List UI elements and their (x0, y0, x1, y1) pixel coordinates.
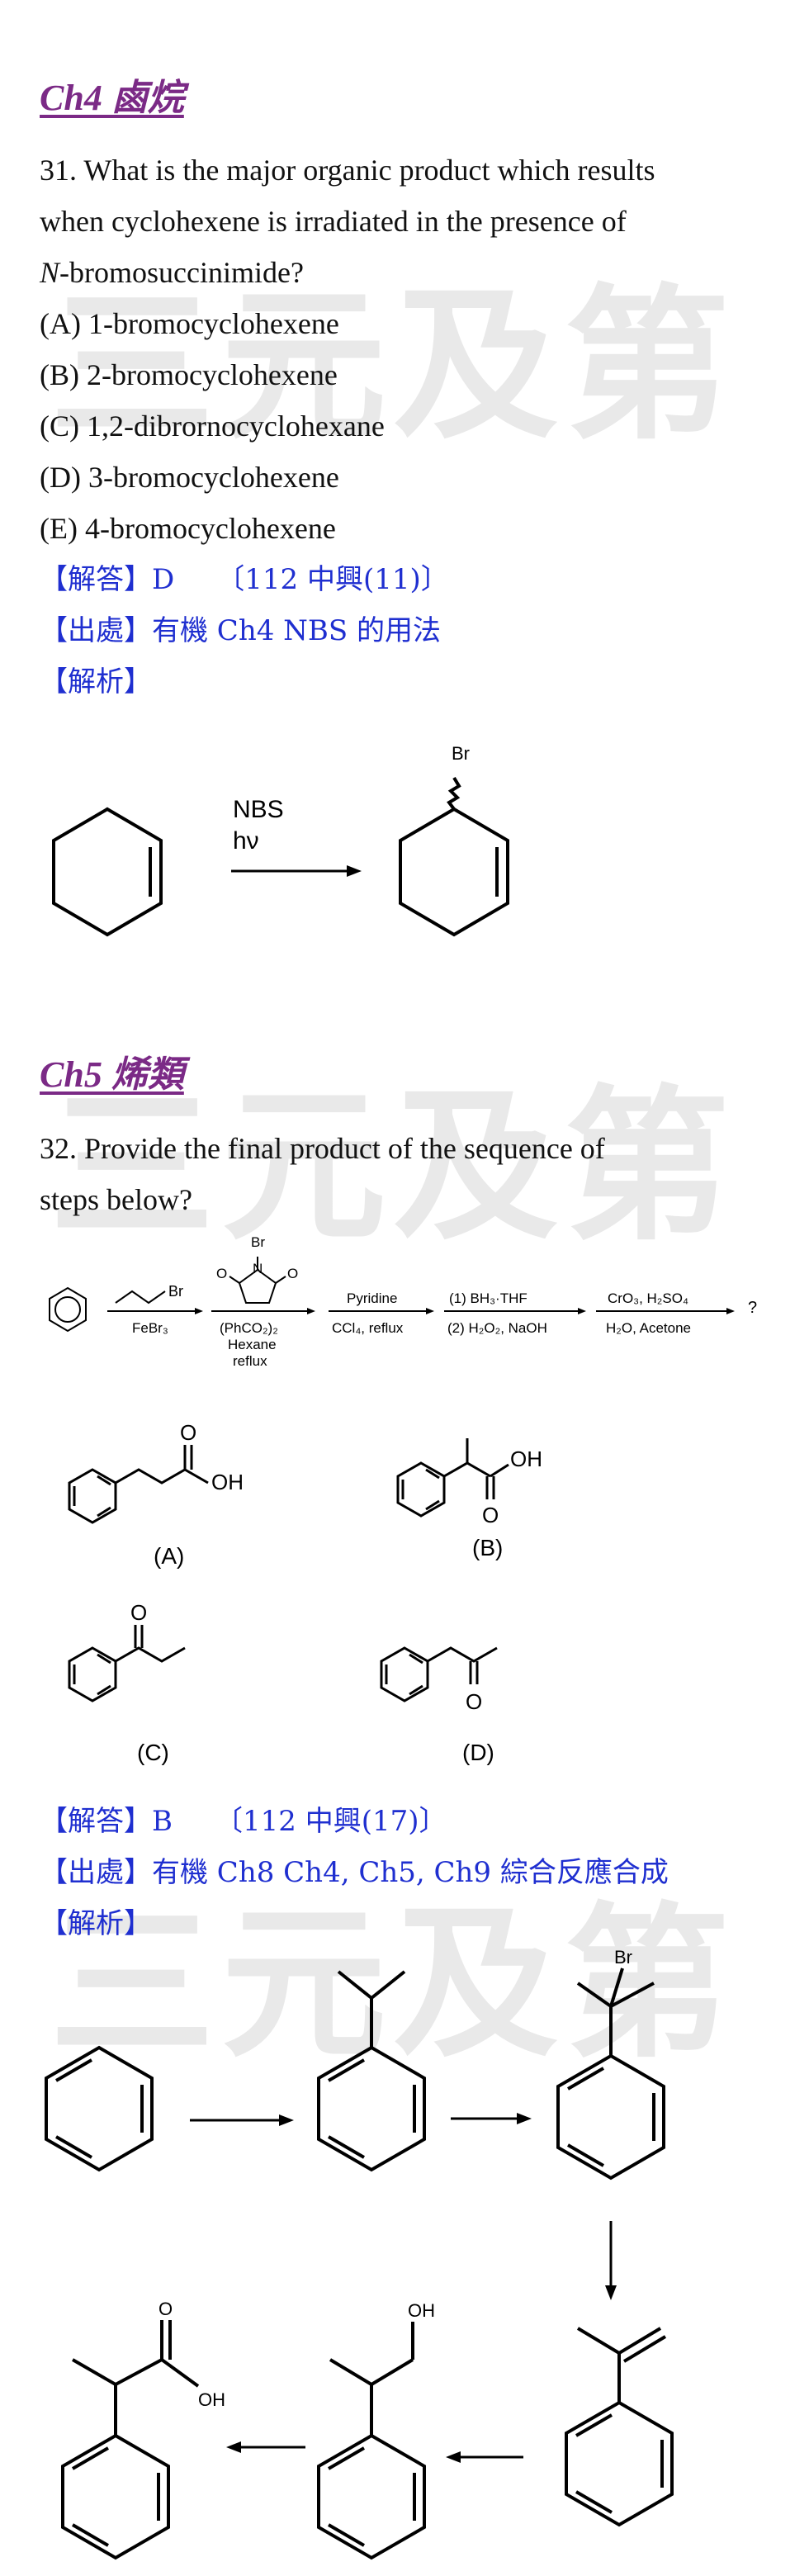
source-31: 【出處】有機 Ch4 NBS 的用法 (40, 614, 441, 647)
step4-top: (1) BH₃·THF (449, 1290, 528, 1306)
acid-structure (61, 2320, 200, 2560)
choice-a-label: (A) (154, 1543, 184, 1569)
arrow-4 (226, 2441, 305, 2453)
choice-d-o: O (466, 1689, 482, 1714)
question-31-line-2: when cyclohexene is irradiated in the pr… (40, 205, 627, 238)
question-31-line-3: N-bromosuccinimide? (40, 247, 304, 298)
benzene-start (49, 1286, 87, 1333)
question-31-line-3-rest: -bromosuccinimide? (59, 256, 304, 289)
watermark: 三元及第 (50, 270, 737, 462)
step5-bottom: H₂O, Acetone (606, 1320, 691, 1336)
choice-b-label: (B) (472, 1535, 503, 1560)
choice-d-label: (D) (462, 1740, 494, 1765)
step4-bottom: (2) H₂O₂, NaOH (447, 1320, 547, 1336)
choice-c-label: (C) (137, 1740, 169, 1765)
choice-b-structure (396, 1438, 509, 1518)
choice-c-o: O (130, 1600, 147, 1625)
arrow-down (605, 2221, 617, 2300)
nbs-br-label: Br (251, 1234, 265, 1250)
benzene-structure (45, 2045, 154, 2172)
source-32: 【出處】有機 Ch8 Ch4, Ch5, Ch9 綜合反應合成 (40, 1856, 669, 1889)
synthesis-scheme: Br OH O OH (45, 1947, 674, 2560)
question-32-line-1: 32. Provide the final product of the seq… (40, 1132, 605, 1165)
choice-a-oh: OH (211, 1470, 244, 1494)
option-a: (A) 1-bromocyclohexene (40, 307, 339, 340)
analysis-32: 【解析】 (40, 1907, 152, 1940)
choice-b-o: O (482, 1503, 499, 1527)
question-31-line-1: 31. What is the major organic product wh… (40, 154, 655, 187)
choice-a-o: O (180, 1420, 196, 1445)
step5-top: CrO₃, H₂SO₄ (608, 1290, 688, 1306)
nbs-cond-1: (PhCO₂)₂ (220, 1320, 278, 1336)
acid-oh-label: OH (198, 2389, 225, 2410)
final-question-mark: ? (748, 1299, 757, 1317)
section-heading-ch5: Ch5 烯類 (40, 1054, 184, 1095)
reagent-nbs: NBS (233, 796, 284, 823)
propyl-br-label: Br (168, 1283, 183, 1300)
option-d: (D) 3-bromocyclohexene (40, 461, 339, 494)
watermark: 三元及第 (50, 1071, 737, 1263)
nbs-structure (229, 1257, 286, 1304)
answer-choices: O OH (A) OH O (B) O (C) O (D) (68, 1420, 542, 1765)
choice-a-structure (68, 1445, 209, 1524)
bromine-label: Br (452, 743, 470, 764)
choice-d-structure (380, 1646, 498, 1702)
nbs-o-right: O (287, 1266, 298, 1281)
option-b: (B) 2-bromocyclohexene (40, 358, 338, 391)
propyl-bromide (115, 1290, 166, 1305)
nbs-reaction-scheme: NBS hν Br (52, 743, 509, 937)
arrow-2 (451, 2113, 532, 2124)
cumyl-bromide-structure (556, 1968, 665, 2181)
nbs-n-label: N (253, 1261, 263, 1276)
question-32-line-2: steps below? (40, 1183, 192, 1216)
cyclohexene-structure (52, 807, 163, 937)
reagent-hv: hν (233, 827, 259, 855)
bromocyclohexene-structure (399, 776, 509, 937)
nbs-cond-3: reflux (233, 1353, 267, 1369)
analysis-31: 【解析】 (40, 665, 152, 698)
step3-top: Pyridine (347, 1290, 397, 1306)
choice-c-structure (68, 1625, 186, 1702)
choice-b-oh: OH (510, 1447, 542, 1471)
section-heading-ch4: Ch4 鹵烷 (40, 78, 184, 118)
cumyl-br-label: Br (614, 1947, 632, 1968)
alcohol-oh-label: OH (408, 2300, 435, 2321)
reaction-arrow (231, 865, 362, 877)
answer-31: 【解答】D 〔112 中興(11)〕 (40, 563, 449, 596)
answer-32: 【解答】B 〔112 中興(17)〕 (40, 1805, 447, 1838)
febr3-label: FeBr₃ (132, 1320, 168, 1336)
alpha-methylstyrene-structure (565, 2327, 674, 2527)
reaction-sequence: Br FeBr₃ Br O N O (PhCO₂)₂ Hexane reflux… (49, 1234, 757, 1369)
italic-n: N (40, 256, 60, 289)
nbs-cond-2: Hexane (228, 1337, 277, 1352)
arrow-1 (190, 2114, 294, 2126)
arrow-3 (446, 2451, 523, 2463)
cumene-structure (317, 1970, 426, 2172)
step3-bottom: CCl₄, reflux (332, 1320, 404, 1336)
alcohol-structure (317, 2322, 426, 2560)
acid-o-label: O (158, 2299, 173, 2319)
option-c: (C) 1,2-dibrornocyclohexane (40, 410, 385, 443)
option-e: (E) 4-bromocyclohexene (40, 512, 336, 545)
nbs-o-left: O (216, 1266, 227, 1281)
